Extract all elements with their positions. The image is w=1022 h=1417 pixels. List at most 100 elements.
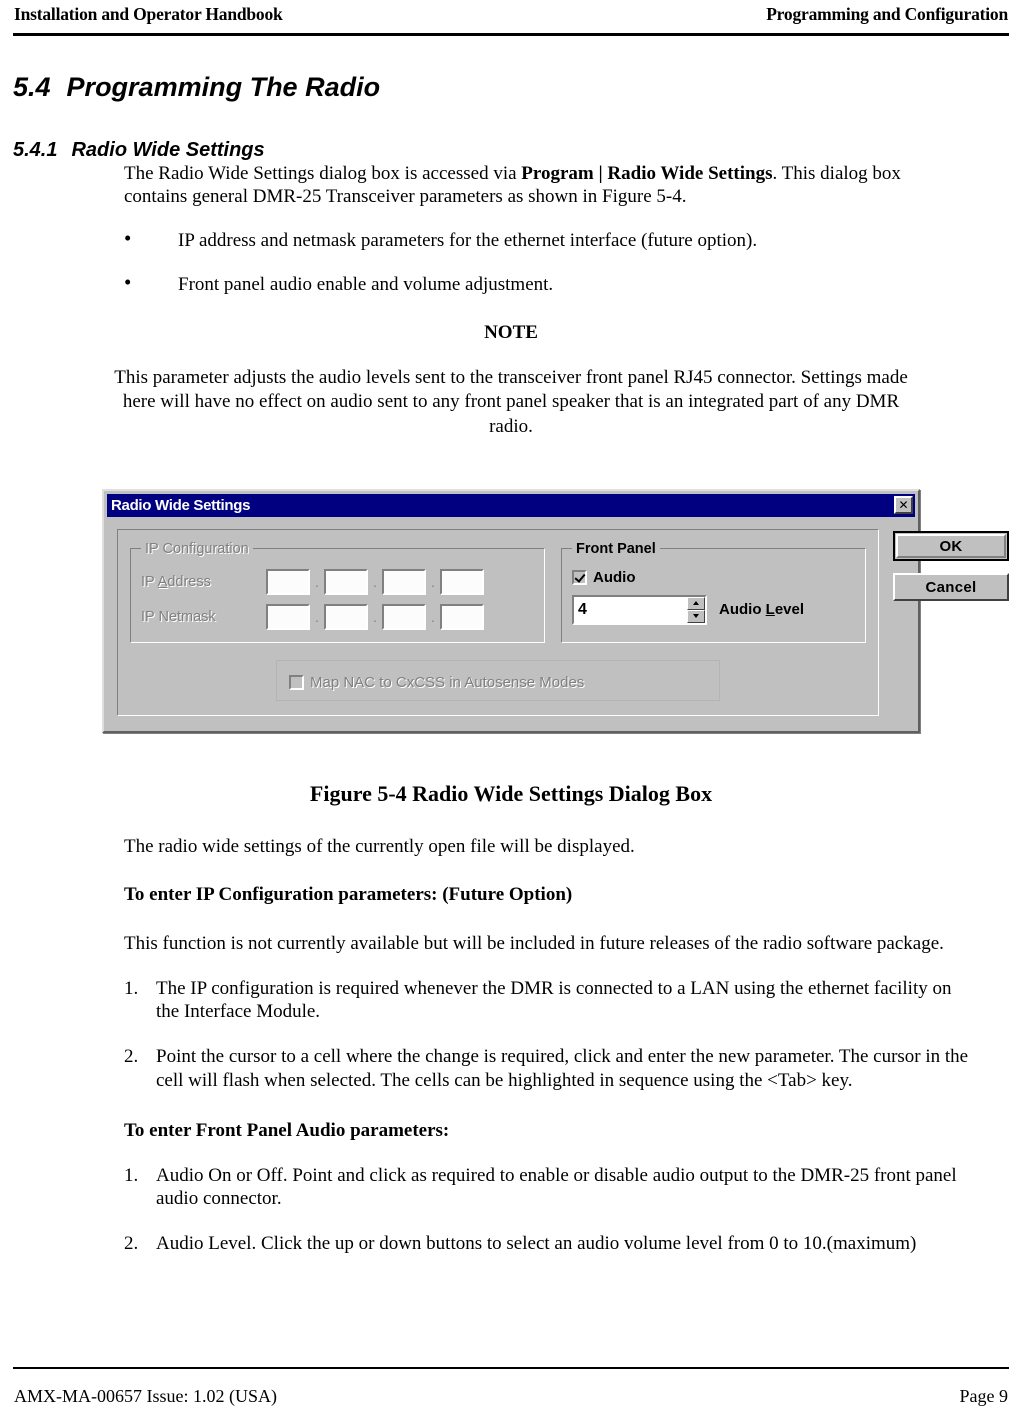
close-icon[interactable]: ✕ (894, 496, 913, 515)
ip-netmask-row: IP Netmask . . . (141, 603, 534, 630)
ip-address-octet-2[interactable] (324, 568, 368, 595)
ok-button[interactable]: OK (893, 530, 1009, 561)
ip-netmask-octet-3[interactable] (382, 603, 426, 630)
list-item: 2. Audio Level. Click the up or down butt… (124, 1232, 977, 1255)
audio-level-label-accel: L (765, 601, 775, 619)
audio-level-value[interactable]: 4 (578, 600, 587, 618)
ip-address-octet-4[interactable] (440, 568, 484, 595)
checkbox-checked-icon[interactable] (572, 569, 587, 585)
audio-level-label-post: evel (774, 601, 805, 619)
ip-dot-separator: . (431, 608, 435, 625)
ip-netmask-octet-1[interactable] (266, 603, 310, 630)
bullet-icon: • (124, 226, 132, 251)
step-text: Audio On or Off. Point and click as requ… (156, 1164, 957, 1209)
subsection-title: Radio Wide Settings (71, 139, 265, 161)
ip-configuration-group: IP Configuration IP Address . . . (130, 540, 545, 643)
ip-address-row: IP Address . . . (141, 568, 534, 595)
list-item: • IP address and netmask parameters for t… (124, 226, 962, 252)
nac-checkbox-label: Map NAC to CxCSS in Autosense Modes (310, 673, 585, 691)
dialog-groups-row: IP Configuration IP Address . . . (130, 540, 866, 643)
cancel-button[interactable]: Cancel (893, 572, 1009, 601)
note-heading: NOTE (484, 322, 538, 344)
bullet-icon: • (124, 270, 132, 295)
chevron-up-icon[interactable] (687, 596, 705, 610)
intro-text-part2: . This dialog box contains general DMR-2… (124, 163, 901, 208)
note-body-text: This parameter adjusts the audio levels … (114, 367, 908, 437)
list-item: 1. Audio On or Off. Point and click as re… (124, 1164, 977, 1210)
checkbox-unchecked-icon[interactable] (289, 674, 304, 690)
step-text: The IP configuration is required wheneve… (156, 978, 952, 1023)
ip-address-label-accel: A (157, 573, 168, 590)
figure-caption: Figure 5-4 Radio Wide Settings Dialog Bo… (309, 780, 713, 806)
audio-checkbox-row[interactable]: Audio (572, 569, 855, 586)
ip-address-label-pre: IP (141, 573, 158, 590)
header-left-text: Installation and Operator Handbook (14, 4, 283, 24)
audio-level-stepper[interactable]: 4 (572, 594, 707, 625)
post-figure-paragraph: The radio wide settings of the currently… (124, 835, 635, 857)
bullet-text: IP address and netmask parameters for th… (178, 230, 758, 252)
ip-dot-separator: . (315, 573, 319, 590)
ip-dot-separator: . (373, 573, 377, 590)
footer-page-number: Page 9 (959, 1386, 1009, 1406)
page-running-footer: AMX-MA-00657 Issue: 1.02 (USA) Page 9 (14, 1386, 1008, 1407)
ip-netmask-octet-4[interactable] (440, 603, 484, 630)
intro-menu-path: Program | Radio Wide Settings (521, 163, 773, 184)
front-panel-audio-steps: 1. Audio On or Off. Point and click as re… (124, 1164, 977, 1256)
section-title: Programming The Radio (66, 72, 381, 102)
step-text: Audio Level. Click the up or down button… (156, 1233, 917, 1255)
step-number: 2. (124, 1046, 139, 1068)
step-text: Point the cursor to a cell where the cha… (156, 1046, 969, 1091)
nac-checkbox-box: Map NAC to CxCSS in Autosense Modes (276, 659, 720, 701)
intro-paragraph: The Radio Wide Settings dialog box is ac… (124, 162, 962, 208)
ok-button-label: OK (896, 533, 1006, 558)
dialog-titlebar[interactable]: Radio Wide Settings ✕ (107, 493, 915, 517)
ip-dot-separator: . (431, 573, 435, 590)
nac-checkbox-row[interactable]: Map NAC to CxCSS in Autosense Modes (289, 674, 707, 691)
step-number: 1. (124, 1164, 139, 1186)
ip-netmask-label: IP Netmask (141, 608, 216, 625)
ip-address-octet-3[interactable] (382, 568, 426, 595)
list-item: • Front panel audio enable and volume adj… (124, 270, 962, 296)
dialog-body: IP Configuration IP Address . . . (107, 517, 1009, 728)
chevron-down-icon[interactable] (687, 609, 705, 623)
ip-dot-separator: . (315, 608, 319, 625)
ip-config-lead: To enter IP Configuration parameters: (F… (124, 883, 573, 905)
subsection-heading: 5.4.1 Radio Wide Settings (13, 139, 1022, 162)
step-number: 2. (124, 1233, 139, 1255)
figure-5-4: Radio Wide Settings ✕ IP Configuration I… (0, 488, 1022, 733)
ip-config-steps: 1. The IP configuration is required whene… (124, 977, 977, 1092)
ip-address-octet-1[interactable] (266, 568, 310, 595)
ip-netmask-octet-2[interactable] (324, 603, 368, 630)
footer-divider-rule (13, 1367, 1009, 1369)
list-item: 2. Point the cursor to a cell where the c… (124, 1045, 977, 1091)
ip-configuration-legend: IP Configuration (145, 540, 249, 557)
subsection-number: 5.4.1 (13, 139, 58, 161)
dialog-button-column: OK Cancel (879, 529, 1022, 716)
step-number: 1. (124, 978, 139, 1000)
header-divider-rule (13, 33, 1009, 36)
list-item: 1. The IP configuration is required whene… (124, 977, 977, 1023)
header-right-text: Programming and Configuration (766, 4, 1008, 24)
front-panel-audio-lead: To enter Front Panel Audio parameters: (124, 1119, 450, 1141)
future-release-paragraph: This function is not currently available… (124, 932, 944, 954)
bullet-text: Front panel audio enable and volume adju… (178, 274, 554, 296)
dialog-main-panel: IP Configuration IP Address . . . (117, 528, 879, 716)
radio-wide-settings-dialog: Radio Wide Settings ✕ IP Configuration I… (102, 488, 1009, 733)
section-number: 5.4 (13, 72, 51, 102)
section-heading: 5.4 Programming The Radio (13, 72, 1022, 103)
intro-text-part1: The Radio Wide Settings dialog box is ac… (124, 163, 522, 184)
dialog-title: Radio Wide Settings (111, 496, 251, 514)
footer-document-id: AMX-MA-00657 Issue: 1.02 (USA) (14, 1386, 277, 1406)
ip-address-label: IP Address (141, 574, 266, 590)
ip-dot-separator: . (373, 608, 377, 625)
front-panel-group: Front Panel Audio 4 (561, 540, 866, 643)
nac-checkbox-wrapper: Map NAC to CxCSS in Autosense Modes (130, 659, 866, 701)
audio-level-label-pre: Audio (719, 601, 766, 619)
page-running-header: Installation and Operator Handbook Progr… (0, 0, 1022, 40)
stepper-arrows[interactable] (687, 596, 705, 623)
audio-level-row: 4 Audio Level (572, 594, 855, 625)
audio-level-label: Audio Level (719, 601, 804, 618)
ip-address-label-post: ddress (167, 573, 211, 590)
feature-bullet-list: • IP address and netmask parameters for t… (124, 226, 962, 296)
